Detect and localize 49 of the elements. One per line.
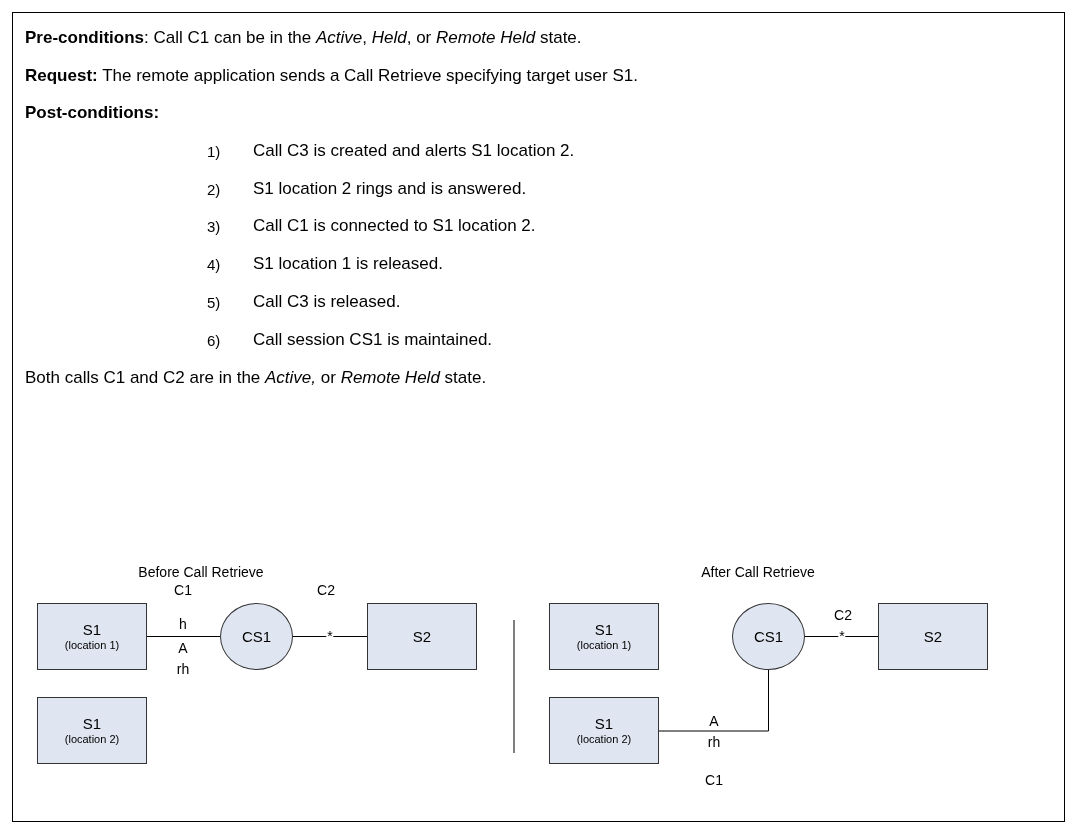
list-number: 3): [207, 218, 221, 235]
connector-line: [292, 636, 368, 637]
node-title: CS1: [241, 628, 272, 645]
list-number: 2): [207, 181, 221, 198]
user-box: [37, 603, 147, 670]
user-box: [549, 697, 659, 764]
user-box: [878, 603, 988, 670]
connection-label: rh: [707, 734, 721, 750]
text-line: S1 location 2 rings and is answered.: [253, 179, 527, 199]
text-line: Call session CS1 is maintained.: [253, 330, 493, 350]
edge-label: A: [708, 714, 720, 728]
connector-line: [658, 669, 769, 732]
node-subtitle: (location 2): [64, 732, 120, 746]
node-subtitle: (location 1): [64, 638, 120, 652]
node-title: S1: [82, 715, 102, 732]
connection-label: h: [179, 616, 187, 632]
node-title: S1: [594, 621, 614, 638]
text-line: Call C3 is released.: [253, 292, 401, 312]
text-line: Both calls C1 and C2 are in the Active, or Remote Held state.: [25, 368, 487, 388]
connector-line: [146, 636, 221, 637]
text-line: S1 location 1 is released.: [253, 254, 443, 274]
text-line: Request: The remote application sends a Call Retrieve specifying target user S1.: [25, 66, 638, 86]
panel-label: Before Call Retrieve: [138, 564, 264, 580]
connection-label: C1: [705, 772, 723, 788]
edge-label: A: [177, 641, 189, 655]
connection-label: rh: [176, 661, 190, 677]
node-title: S1: [594, 715, 614, 732]
node-title: S1: [82, 621, 102, 638]
text-line: Call C1 is connected to S1 location 2.: [253, 216, 536, 236]
node-subtitle: (location 2): [576, 732, 632, 746]
node-title: S2: [412, 628, 432, 645]
section-heading: Post-conditions:: [25, 103, 160, 123]
node-title: S2: [923, 628, 943, 645]
node-title: CS1: [753, 628, 784, 645]
connection-label: C2: [834, 607, 852, 623]
list-number: 5): [207, 294, 221, 311]
connection-label: C1: [174, 582, 192, 598]
list-number: 4): [207, 256, 221, 273]
user-box: [367, 603, 477, 670]
user-box: [549, 603, 659, 670]
text-line: Pre-conditions: Call C1 can be in the Active, Held, or Remote Held state.: [25, 28, 582, 48]
list-number: 6): [207, 332, 221, 349]
panel-label: After Call Retrieve: [701, 564, 815, 580]
text-line: Call C3 is created and alerts S1 location 2.: [253, 141, 575, 161]
node-subtitle: (location 1): [576, 638, 632, 652]
user-box: [37, 697, 147, 764]
connector-line: [804, 636, 879, 637]
connection-label: C2: [317, 582, 335, 598]
list-number: 1): [207, 143, 221, 160]
